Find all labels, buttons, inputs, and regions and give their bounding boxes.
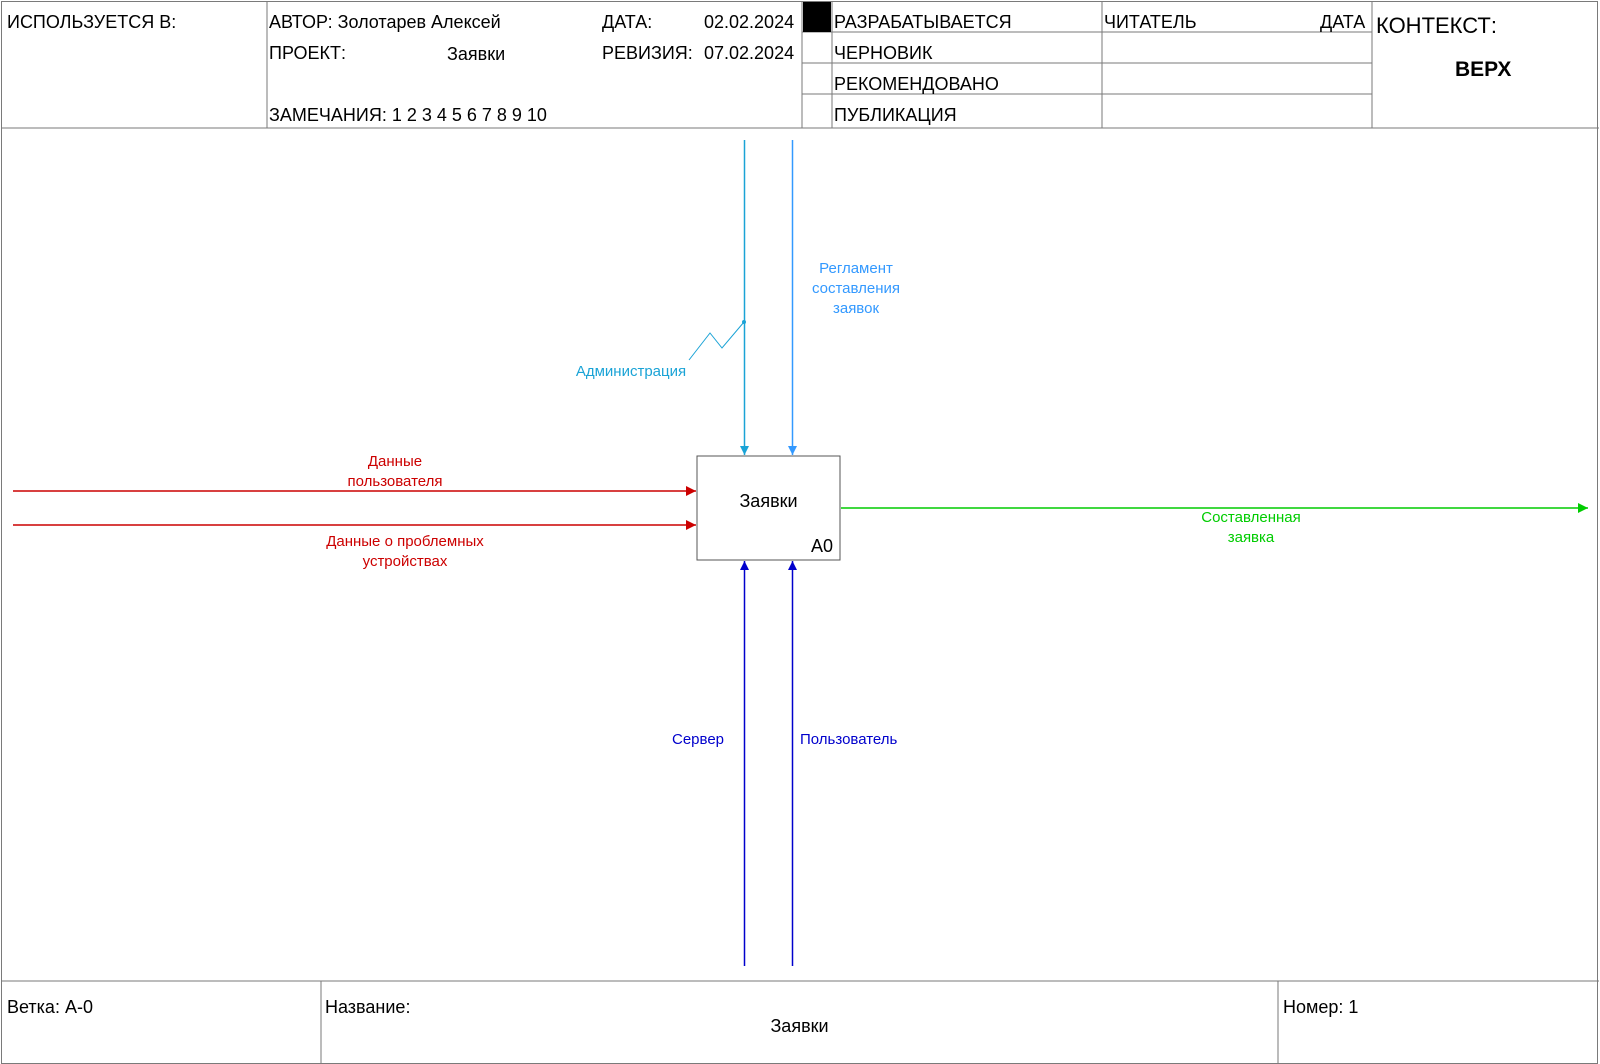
administration-label-leader — [688, 321, 745, 361]
label-device-data: Данные о проблемных устройствах — [326, 533, 484, 570]
label-request-output: Составленная заявка — [1201, 509, 1301, 546]
number-field: Номер: 1 — [1283, 997, 1359, 1017]
context-value: ВЕРХ — [1455, 58, 1512, 81]
label-regulation: Регламент составления заявок — [811, 260, 901, 317]
title-value: Заявки — [770, 1016, 829, 1036]
used-in-label: ИСПОЛЬЗУЕТСЯ В: — [7, 12, 177, 32]
activity-code: A0 — [811, 536, 834, 556]
node-field: Ветка: А-0 — [7, 997, 93, 1017]
project-value: Заявки — [447, 44, 506, 64]
author-field: АВТОР: Золотарев Алексей — [269, 12, 501, 32]
status-active-marker — [803, 2, 831, 32]
label-user: Пользователь — [800, 731, 898, 748]
label-administration: Администрация — [575, 363, 687, 380]
context-label: КОНТЕКСТ: — [1376, 13, 1497, 38]
project-label: ПРОЕКТ: — [269, 43, 347, 63]
revision-value: 07.02.2024 — [704, 43, 795, 63]
date-value: 02.02.2024 — [704, 12, 795, 32]
reader-date-label: ДАТА — [1320, 12, 1366, 32]
label-user-data: Данные пользователя — [347, 453, 443, 490]
notes-field: ЗАМЕЧАНИЯ: 1 2 3 4 5 6 7 8 9 10 — [269, 105, 547, 125]
reader-label: ЧИТАТЕЛЬ — [1104, 12, 1197, 32]
status-publication: ПУБЛИКАЦИЯ — [834, 105, 957, 125]
status-developing: РАЗРАБАТЫВАЕТСЯ — [834, 12, 1012, 32]
administration-leader-dot — [742, 320, 746, 324]
date-label: ДАТА: — [602, 12, 653, 32]
revision-label: РЕВИЗИЯ: — [602, 43, 693, 63]
status-draft: ЧЕРНОВИК — [834, 43, 933, 63]
activity-box — [696, 455, 841, 561]
title-label: Название: — [325, 997, 411, 1017]
status-recommended: РЕКОМЕНДОВАНО — [834, 74, 999, 94]
activity-title: Заявки — [739, 491, 798, 511]
label-server: Сервер — [672, 731, 725, 748]
